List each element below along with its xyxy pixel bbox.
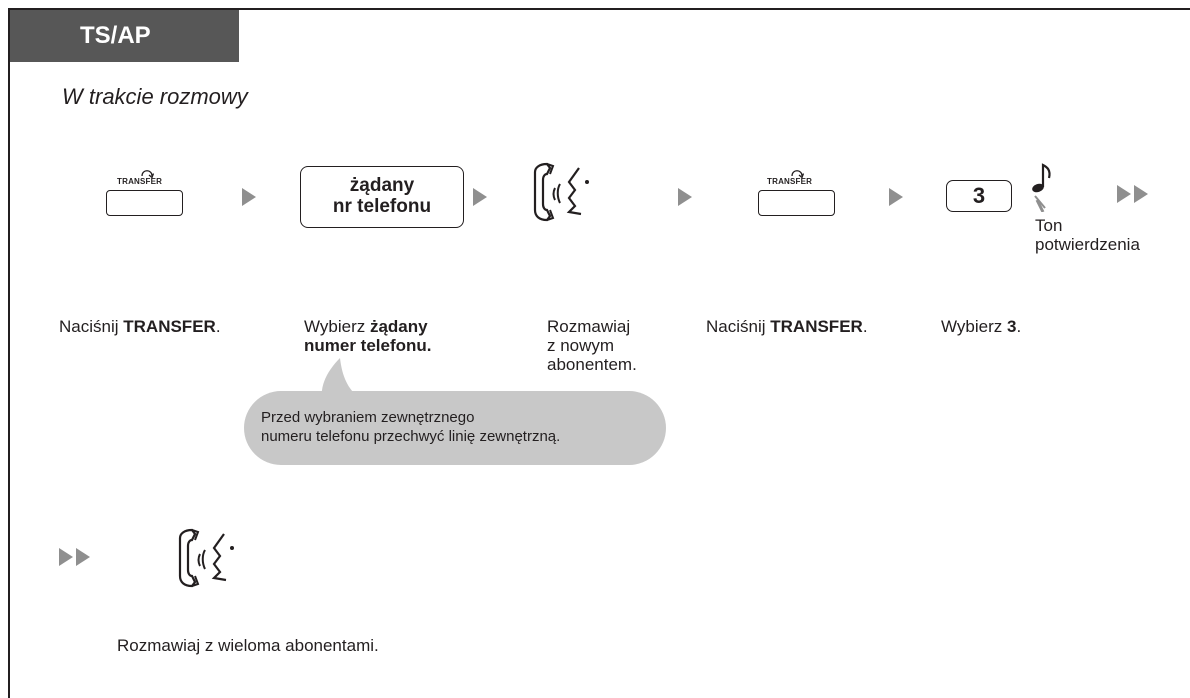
step-3-desc: Rozmawiaj z nowym abonentem. <box>547 317 637 374</box>
final-desc: Rozmawiaj z wieloma abonentami. <box>117 636 379 655</box>
arrow-right-icon <box>678 188 692 206</box>
transfer-key-label: TRANSFER <box>767 177 813 186</box>
page-frame <box>8 8 1190 698</box>
subtitle: W trakcie rozmowy <box>62 84 248 109</box>
music-note-icon <box>1032 163 1051 212</box>
mode-tab: TS/AP <box>10 10 239 62</box>
handset-talk-icon <box>178 528 234 588</box>
step-4-desc: Naciśnij TRANSFER. <box>706 317 868 336</box>
double-arrow-icon <box>59 548 73 566</box>
step-5-desc: Wybierz 3. <box>941 317 1022 336</box>
tone-label: Ton potwierdzenia <box>1035 216 1140 254</box>
double-arrow-icon <box>76 548 90 566</box>
transfer-key-body[interactable] <box>106 190 183 216</box>
transfer-arrow-icon <box>141 170 154 178</box>
double-arrow-icon <box>1134 185 1148 203</box>
transfer-key-body[interactable] <box>758 190 835 216</box>
step-2-desc: Wybierz żądany numer telefonu. <box>304 317 432 355</box>
note-bubble-tail <box>321 358 360 398</box>
arrow-right-icon <box>242 188 256 206</box>
arrow-right-icon <box>473 188 487 206</box>
transfer-arrow-icon <box>791 170 804 178</box>
step-1-desc: Naciśnij TRANSFER. <box>59 317 221 336</box>
transfer-key-label: TRANSFER <box>117 177 163 186</box>
arrow-right-icon <box>889 188 903 206</box>
digit-key-3[interactable]: 3 <box>946 180 1012 212</box>
note-bubble <box>244 391 666 465</box>
double-arrow-icon <box>1117 185 1131 203</box>
phone-number-box: żądany nr telefonu <box>300 166 464 228</box>
handset-talk-icon <box>533 162 589 222</box>
note-text: Przed wybraniem zewnętrznego numeru tele… <box>261 409 561 445</box>
